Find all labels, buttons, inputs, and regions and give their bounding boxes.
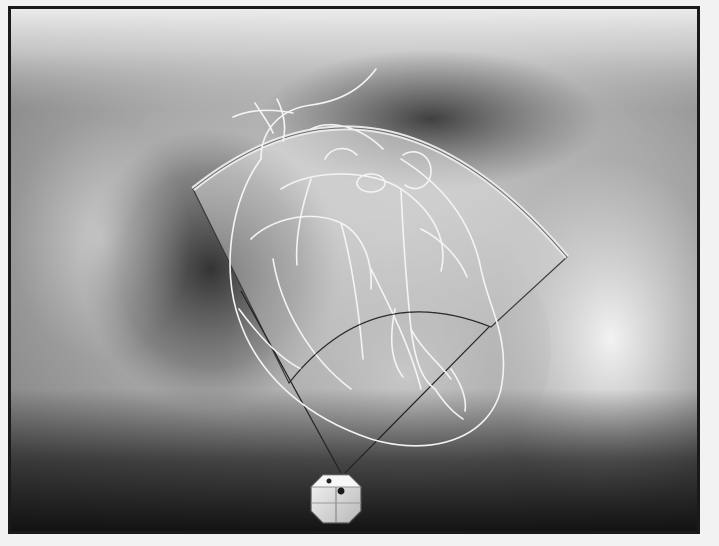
radiograph-illustration xyxy=(11,9,697,531)
radiograph-frame xyxy=(8,6,700,534)
ultrasound-transducer-icon xyxy=(311,475,361,523)
bright-region-left xyxy=(11,119,191,359)
